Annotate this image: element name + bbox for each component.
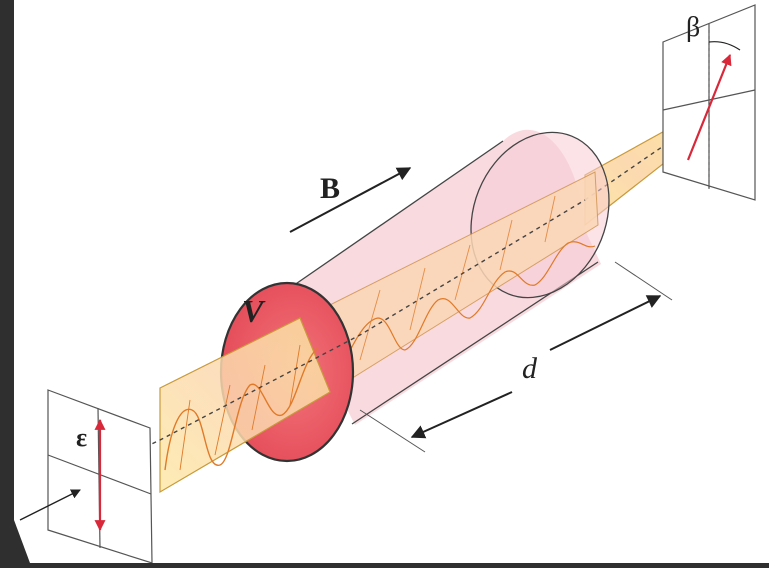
field-arrow: [289, 167, 412, 233]
rotation-angle-arc: [708, 41, 741, 51]
output-polarization-vector: [686, 53, 732, 161]
efield-label: ε: [76, 423, 87, 452]
length-dimension: [359, 261, 673, 453]
incoming-light-arrow: [19, 489, 81, 521]
wave-inside: [339, 195, 596, 371]
verdet-label: V: [242, 293, 266, 329]
field-label: B: [320, 172, 340, 205]
rotation-label: β: [686, 12, 700, 43]
length-label: d: [522, 352, 538, 385]
ribbon-entrance-section: [159, 317, 331, 494]
